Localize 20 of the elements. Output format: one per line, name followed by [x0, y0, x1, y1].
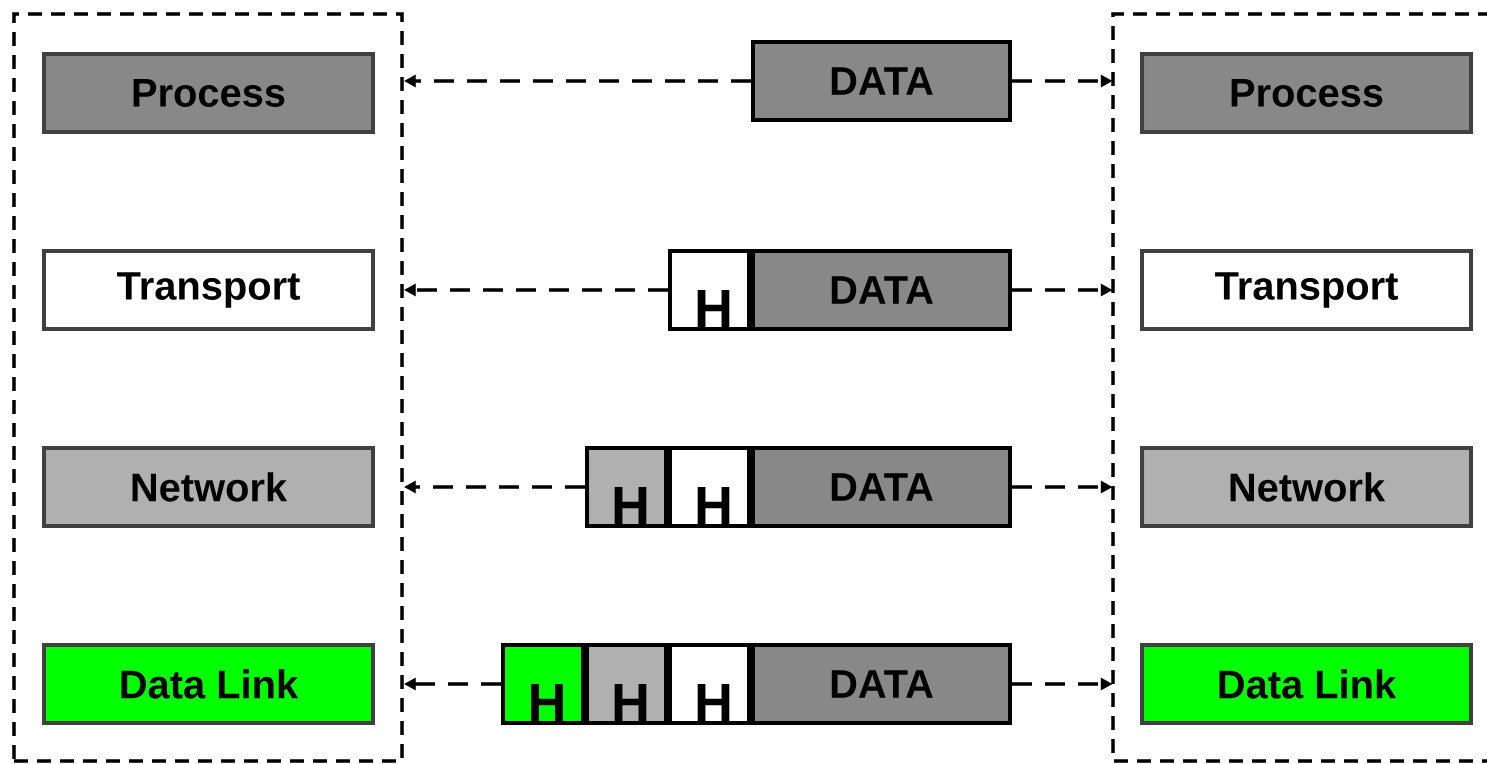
dashed-frame [1111, 12, 1487, 763]
layer-box: Transport [42, 249, 375, 331]
layer-box: Process [1140, 52, 1473, 134]
data-cell: DATA [751, 40, 1012, 122]
layer-box: Data Link [42, 643, 375, 725]
header-cell: H [668, 249, 751, 331]
layer-box: Network [1140, 446, 1473, 528]
dashed-frame [12, 12, 404, 763]
header-cell: H [585, 446, 668, 528]
data-cell: DATA [751, 446, 1012, 528]
header-cell: H [585, 643, 668, 725]
layer-box: Transport [1140, 249, 1473, 331]
header-cell: H [668, 643, 751, 725]
layer-box: Process [42, 52, 375, 134]
layer-box: Data Link [1140, 643, 1473, 725]
layer-box: Network [42, 446, 375, 528]
header-cell: H [501, 643, 585, 725]
data-cell: DATA [751, 643, 1012, 725]
header-cell: H [668, 446, 751, 528]
data-cell: DATA [751, 249, 1012, 331]
